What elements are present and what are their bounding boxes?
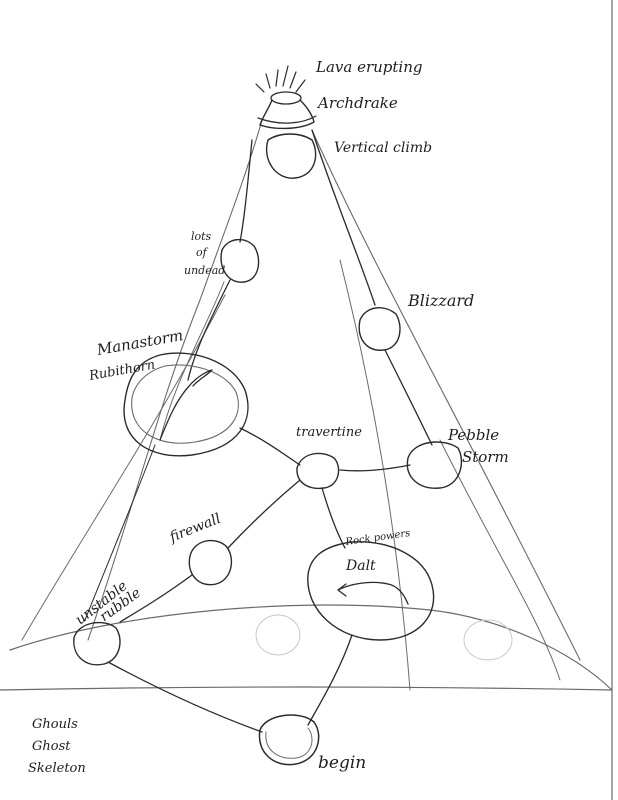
- begin-node-inner: [265, 727, 313, 759]
- path-blizzard-to-pebble: [384, 349, 433, 446]
- faint-rock-1: [255, 614, 301, 656]
- dalt-worm-icon: [337, 581, 409, 605]
- summit-node[interactable]: [255, 65, 317, 179]
- path-travertine-to-rock: [321, 487, 346, 549]
- legend-ghost: Ghost: [32, 739, 71, 754]
- travertine-node[interactable]: [296, 452, 340, 490]
- undead-label-line3: undead: [184, 264, 225, 277]
- path-travertine-to-pebble: [339, 464, 411, 472]
- pebble-storm-label-line1: Pebble: [447, 426, 499, 444]
- begin-label: begin: [318, 753, 366, 773]
- mountain-right-slope: [311, 129, 581, 661]
- pebble-storm-label-line2: Storm: [462, 448, 509, 466]
- ground-line: [0, 686, 613, 691]
- undead-label-line2: of: [196, 246, 209, 259]
- blizzard-node[interactable]: [358, 307, 401, 351]
- firewall-node[interactable]: [188, 539, 233, 586]
- manastorm-label-line1: Manastorm: [95, 326, 185, 359]
- mountain-right-slope-2: [339, 259, 411, 691]
- path-travertine-to-firewall: [227, 479, 301, 549]
- archdrake-body: [259, 99, 315, 130]
- mountain-right-slope-3: [439, 439, 561, 681]
- path-undead-to-manastorm-2: [159, 281, 225, 441]
- legend-skeleton: Skeleton: [28, 761, 86, 776]
- legend-ghouls: Ghouls: [32, 717, 78, 732]
- rubithorn-worm-icon: [159, 369, 213, 441]
- summit-label-climb: Vertical climb: [334, 140, 432, 156]
- path-summit-to-blizzard: [311, 129, 376, 306]
- summit-label-lava: Lava erupting: [315, 58, 423, 76]
- mountain-outline: [9, 604, 613, 691]
- travertine-label: travertine: [296, 425, 362, 440]
- rock-powers-label-line1: Rock powers: [344, 528, 411, 548]
- undead-label-line1: lots: [191, 230, 212, 243]
- unstable-rubble-node[interactable]: [73, 621, 121, 666]
- rock-powers-node[interactable]: [307, 541, 435, 641]
- lava-spray-icon: [255, 65, 306, 93]
- begin-node[interactable]: [258, 714, 320, 766]
- volcano-crater: [270, 91, 302, 105]
- pebble-storm-node[interactable]: [406, 441, 463, 489]
- manastorm-outer: [123, 352, 249, 457]
- manastorm-label-line2: Rubithorn: [87, 358, 156, 385]
- mountain-left-slope: [87, 119, 263, 641]
- manastorm-inner: [131, 364, 239, 444]
- blizzard-label: Blizzard: [407, 291, 474, 310]
- path-undead-to-manastorm: [187, 279, 231, 381]
- path-rubble-to-begin: [107, 661, 263, 733]
- manastorm-node[interactable]: [123, 352, 249, 457]
- summit-label-archdrake: Archdrake: [316, 94, 398, 112]
- faint-rock-2: [463, 619, 513, 661]
- archdrake-coil: [257, 115, 317, 124]
- monster-legend: Ghouls Ghost Skeleton: [28, 717, 86, 776]
- path-summit-to-undead: [239, 139, 253, 243]
- rock-powers-label-line2: Dalt: [345, 558, 376, 574]
- path-rock-to-begin: [307, 634, 353, 726]
- path-manastorm-to-rubble: [84, 444, 156, 621]
- undead-node[interactable]: [220, 239, 260, 283]
- rock-powers-outline: [307, 541, 435, 641]
- vertical-climb-rock: [266, 133, 317, 179]
- mountain-left-slope-2: [21, 294, 226, 641]
- path-firewall-to-rubble: [119, 574, 193, 623]
- path-manastorm-to-travertine: [239, 427, 301, 466]
